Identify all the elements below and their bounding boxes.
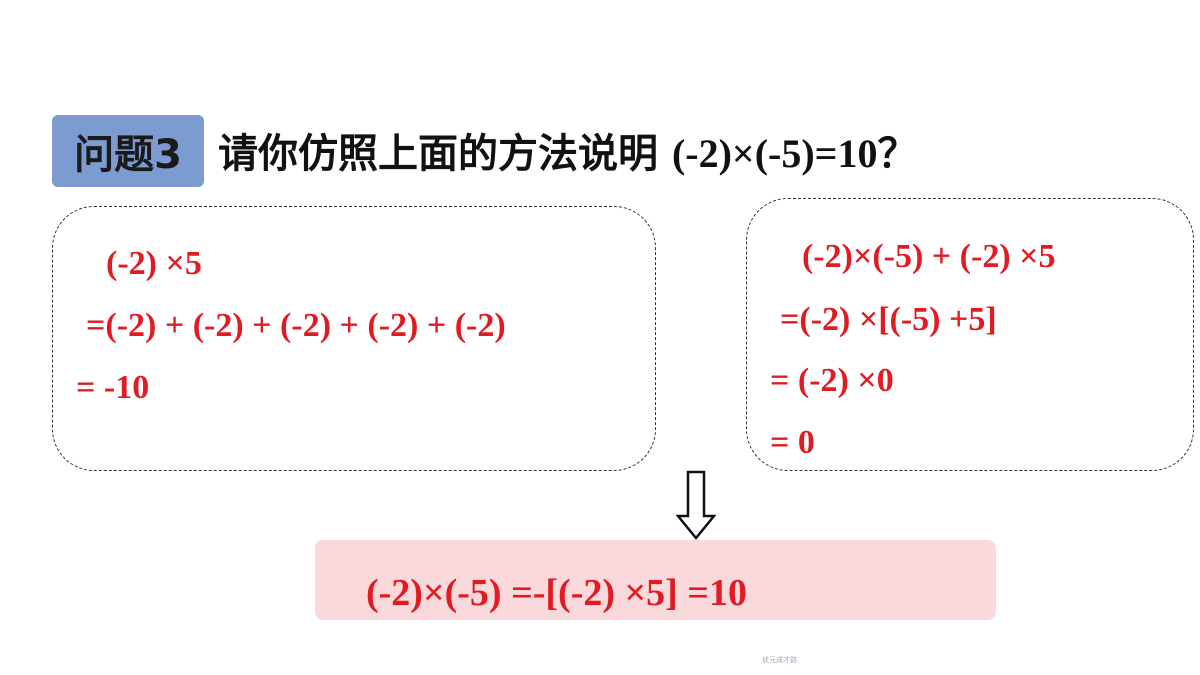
left-line-3: = -10 [76, 369, 150, 406]
right-line-3: = (-2) ×0 [770, 362, 894, 399]
watermark: 状元成才路 [762, 656, 797, 664]
question-text: 请你仿照上面的方法说明 [218, 131, 672, 177]
question-badge: 问题3 [52, 115, 204, 187]
right-derivation-box [746, 198, 1194, 471]
left-line-1: (-2) ×5 [106, 245, 202, 282]
left-derivation-box [52, 206, 656, 471]
right-line-4: = 0 [770, 424, 815, 461]
left-line-2: =(-2) + (-2) + (-2) + (-2) + (-2) [86, 307, 506, 344]
result-banner [315, 540, 996, 620]
down-arrow-icon [676, 470, 716, 540]
right-line-1: (-2)×(-5) + (-2) ×5 [802, 238, 1056, 275]
result-equation: (-2)×(-5) =-[(-2) ×5] =10 [366, 572, 747, 614]
right-line-2: =(-2) ×[(-5) +5] [780, 301, 997, 338]
question-math: (-2)×(-5)=10？ [671, 131, 918, 176]
question-title: 请你仿照上面的方法说明 (-2)×(-5)=10？ [218, 124, 917, 184]
